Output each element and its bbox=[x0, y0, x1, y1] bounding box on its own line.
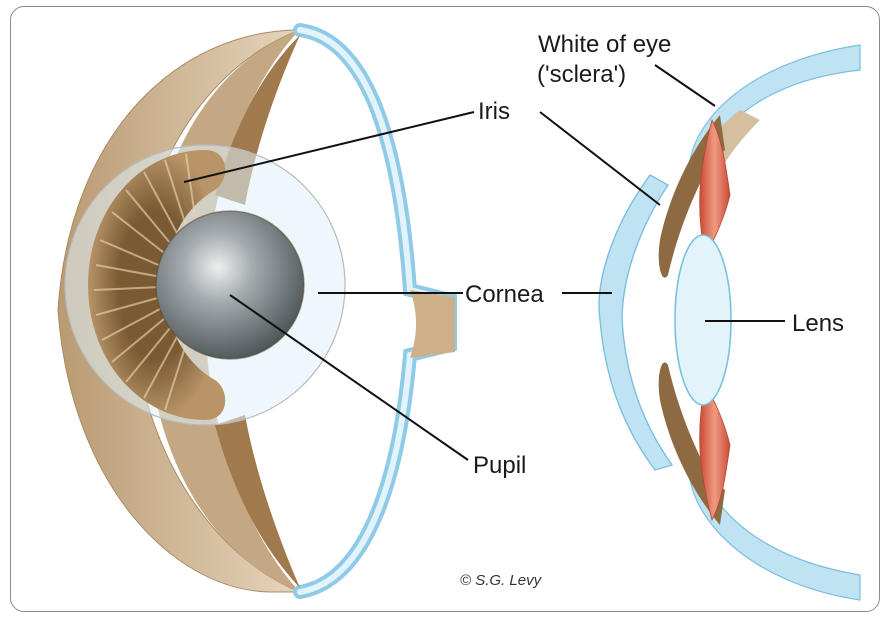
pupil-label: Pupil bbox=[473, 452, 526, 479]
cornea-label: Cornea bbox=[465, 281, 544, 308]
iris-leader-right bbox=[540, 112, 660, 205]
iris-label: Iris bbox=[478, 98, 510, 125]
front-eye bbox=[58, 30, 455, 592]
sclera-label-line2: ('sclera') bbox=[537, 61, 626, 88]
sclera-label-line1: White of eye bbox=[538, 31, 671, 58]
cornea-section bbox=[599, 175, 672, 470]
copyright-credit: © S.G. Levy bbox=[460, 572, 543, 589]
sclera-leader bbox=[655, 65, 715, 106]
limbus bbox=[410, 290, 455, 358]
lens-label: Lens bbox=[792, 310, 844, 337]
